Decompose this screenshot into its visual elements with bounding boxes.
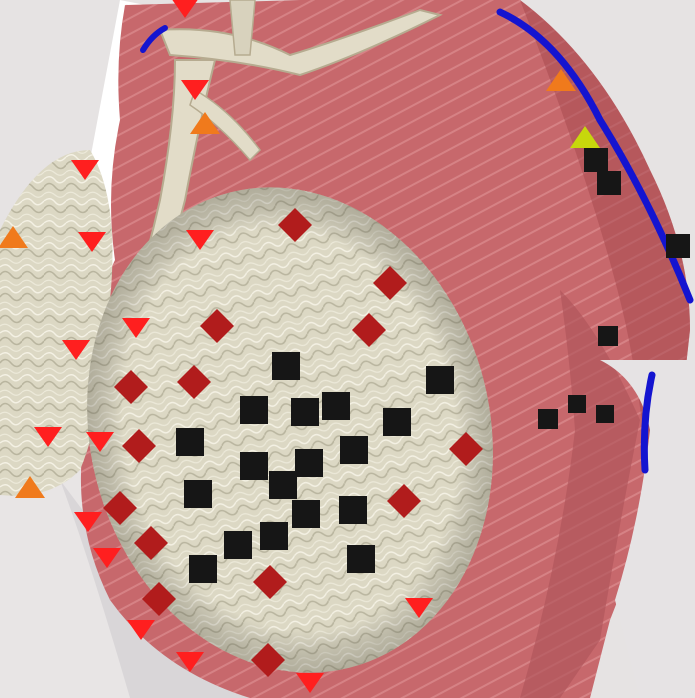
square-marker [596,405,614,423]
square-marker [269,471,297,499]
square-marker [184,480,212,508]
square-marker [347,545,375,573]
square-marker [584,148,608,172]
square-marker [272,352,300,380]
square-marker [322,392,350,420]
square-marker [568,395,586,413]
square-marker [295,449,323,477]
square-marker [240,452,268,480]
square-marker [538,409,558,429]
costal-cartilage [230,0,255,55]
square-marker [240,396,268,424]
square-marker [597,171,621,195]
square-marker [598,326,618,346]
square-marker [339,496,367,524]
square-marker [666,234,690,258]
square-marker [260,522,288,550]
square-marker [176,428,204,456]
square-marker [224,531,252,559]
square-marker [291,398,319,426]
square-marker [426,366,454,394]
square-marker [383,408,411,436]
square-marker [189,555,217,583]
square-marker [292,500,320,528]
square-marker [340,436,368,464]
